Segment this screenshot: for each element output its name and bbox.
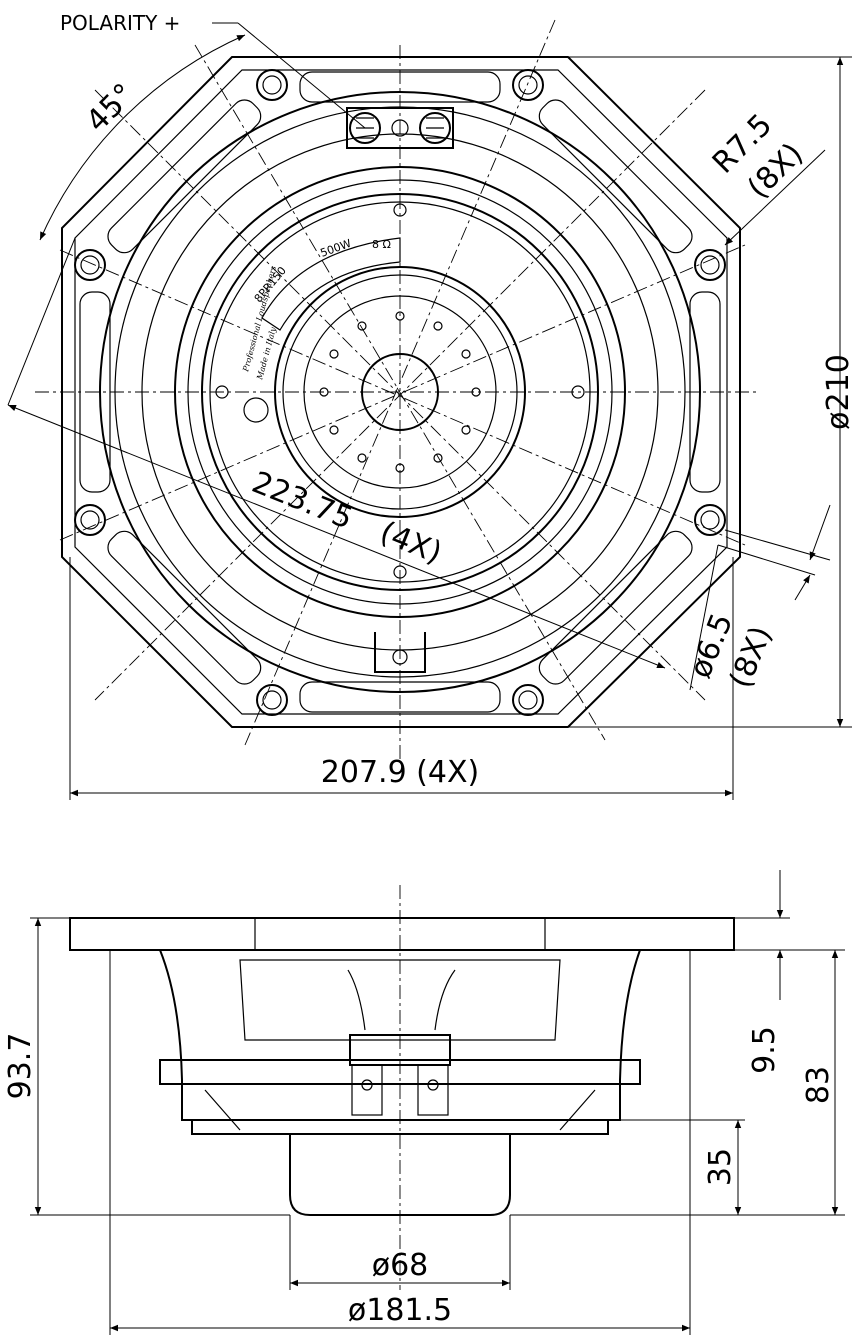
polarity-callout: POLARITY + [60, 11, 366, 129]
magnet-height-dimension: 35 [608, 1119, 745, 1215]
height-total-dimension: 93.7 [3, 917, 290, 1216]
angle-label: 45° [79, 77, 141, 139]
height-body-dimension: 83 [510, 950, 845, 1216]
lower-ring [191, 1119, 609, 1135]
mounting-hole [74, 504, 106, 536]
diagonal-label: 223.75 [247, 465, 357, 537]
mounting-hole [256, 684, 288, 716]
mounting-hole [74, 249, 106, 281]
magnet [289, 1134, 511, 1216]
mounting-hole [694, 504, 726, 536]
badge-brand: Professional Loudspeakers [241, 265, 278, 374]
mounting-hole [512, 684, 544, 716]
center-lines [35, 19, 760, 760]
flange [69, 917, 735, 951]
width-label: 207.9 (4X) [321, 755, 479, 790]
flange-label: 9.5 [747, 1026, 782, 1074]
top-view: 8PR150 500W 8 Ω Professional Loudspeaker… [7, 11, 856, 800]
magnet-diameter-dimension: ø68 [289, 1215, 511, 1290]
frame-ring-outer [99, 91, 701, 693]
body-diameter-dimension: ø181.5 [109, 950, 691, 1335]
terminal-block [346, 107, 454, 149]
mounting-hole [512, 69, 544, 101]
flange-dimension: 9.5 [734, 870, 845, 1074]
height-total-label: 93.7 [3, 1033, 38, 1100]
radius-dimension: R7.5 (8X) [706, 107, 826, 246]
magnet-height-label: 35 [703, 1148, 738, 1186]
mounting-ring [159, 1059, 641, 1085]
width-dimension: 207.9 (4X) [69, 557, 734, 800]
diameter-210-label: ø210 [821, 354, 856, 430]
mounting-hole [256, 69, 288, 101]
diagonal-count: (4X) [375, 515, 447, 571]
terminals [347, 969, 456, 1116]
mounting-hole [694, 249, 726, 281]
badge-power: 500W [319, 237, 354, 260]
diameter-210-dimension: ø210 [540, 56, 856, 728]
magnet-diameter-label: ø68 [372, 1248, 429, 1283]
height-body-label: 83 [801, 1066, 836, 1104]
polarity-label: POLARITY + [60, 11, 180, 35]
body-diameter-label: ø181.5 [348, 1293, 452, 1328]
badge-impedance: 8 Ω [372, 238, 391, 251]
side-view: 93.7 9.5 83 35 ø68 [3, 870, 845, 1335]
basket-window [239, 959, 561, 1041]
octagon-frame-inner [74, 69, 728, 715]
